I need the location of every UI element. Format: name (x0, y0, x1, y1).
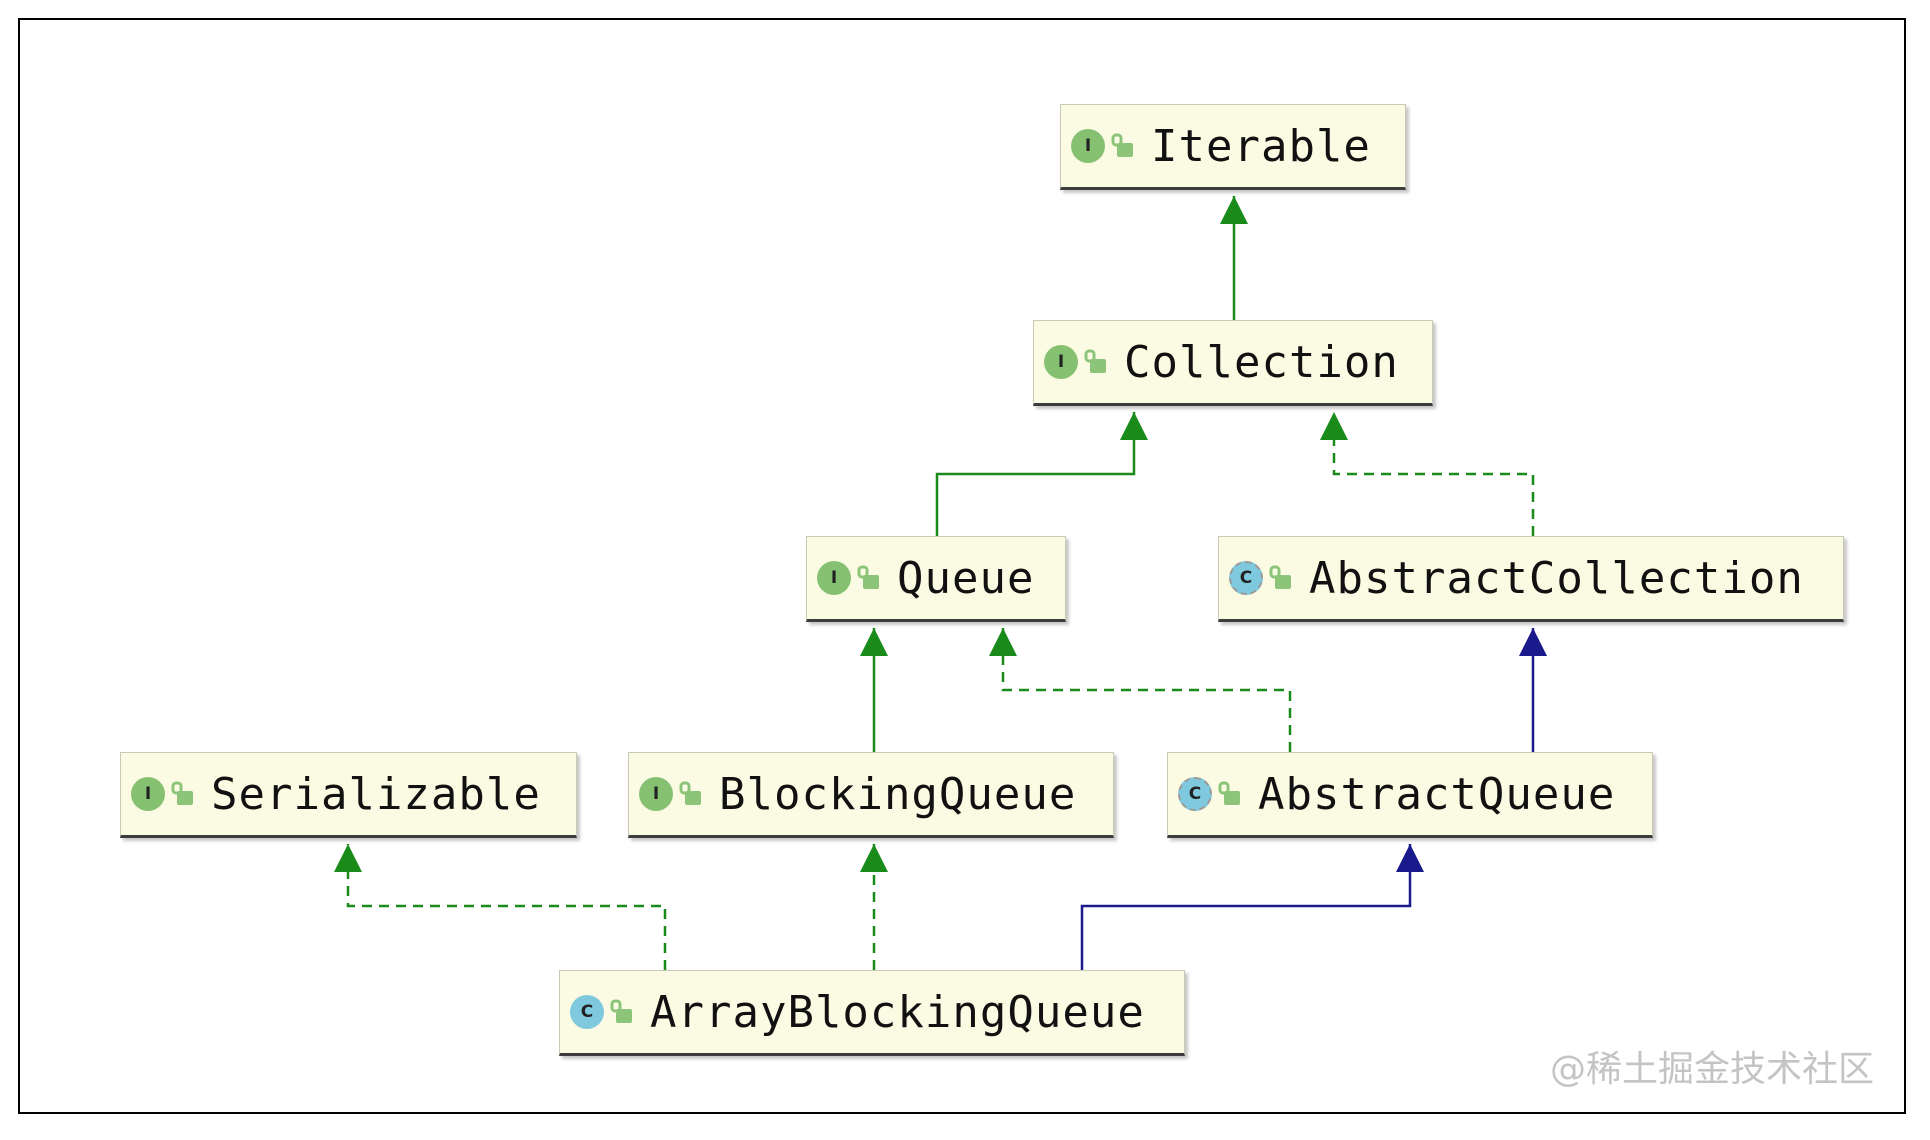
edge-abstract-collection-to-collection (1332, 412, 1535, 536)
class-node-serializable[interactable]: I Serializable (120, 752, 577, 838)
node-label: ArrayBlockingQueue (650, 986, 1145, 1038)
node-label: Iterable (1151, 120, 1371, 172)
arrowhead (1120, 412, 1148, 440)
node-label: Collection (1124, 336, 1399, 388)
class-icon: C (570, 995, 604, 1029)
public-visibility-icon (679, 781, 701, 805)
interface-icon: I (817, 561, 851, 595)
public-visibility-icon (610, 999, 632, 1023)
arrowhead (860, 628, 888, 656)
class-node-abstract-queue[interactable]: C AbstractQueue (1167, 752, 1653, 838)
edge-abstract-queue-to-queue (1001, 628, 1292, 752)
arrowhead (1396, 844, 1424, 872)
edge-queue-to-collection (935, 412, 1136, 536)
public-visibility-icon (857, 565, 879, 589)
interface-icon: I (1044, 345, 1078, 379)
abstract-class-icon: C (1229, 561, 1263, 595)
class-node-iterable[interactable]: I Iterable (1060, 104, 1406, 190)
arrowhead (1220, 196, 1248, 224)
abstract-class-icon: C (1178, 777, 1212, 811)
class-node-collection[interactable]: I Collection (1033, 320, 1433, 406)
arrowhead (989, 628, 1017, 656)
edge-array-blocking-queue-to-abstract-queue (1080, 844, 1412, 970)
edge-array-blocking-queue-to-serializable (346, 844, 667, 970)
interface-icon: I (1071, 129, 1105, 163)
interface-icon: I (131, 777, 165, 811)
public-visibility-icon (1111, 133, 1133, 157)
node-label: AbstractQueue (1258, 768, 1616, 820)
node-label: Queue (897, 552, 1035, 604)
class-node-queue[interactable]: I Queue (806, 536, 1066, 622)
watermark: @稀土掘金技术社区 (1549, 1049, 1874, 1090)
class-node-abstract-collection[interactable]: C AbstractCollection (1218, 536, 1844, 622)
node-label: BlockingQueue (719, 768, 1077, 820)
arrowhead (1519, 628, 1547, 656)
node-label: AbstractCollection (1309, 552, 1804, 604)
arrowhead (334, 844, 362, 872)
arrowhead (1320, 412, 1348, 440)
class-node-array-blocking-queue[interactable]: C ArrayBlockingQueue (559, 970, 1185, 1056)
class-node-blocking-queue[interactable]: I BlockingQueue (628, 752, 1114, 838)
public-visibility-icon (1218, 781, 1240, 805)
public-visibility-icon (171, 781, 193, 805)
arrowhead (860, 844, 888, 872)
public-visibility-icon (1084, 349, 1106, 373)
public-visibility-icon (1269, 565, 1291, 589)
interface-icon: I (639, 777, 673, 811)
node-label: Serializable (211, 768, 541, 820)
